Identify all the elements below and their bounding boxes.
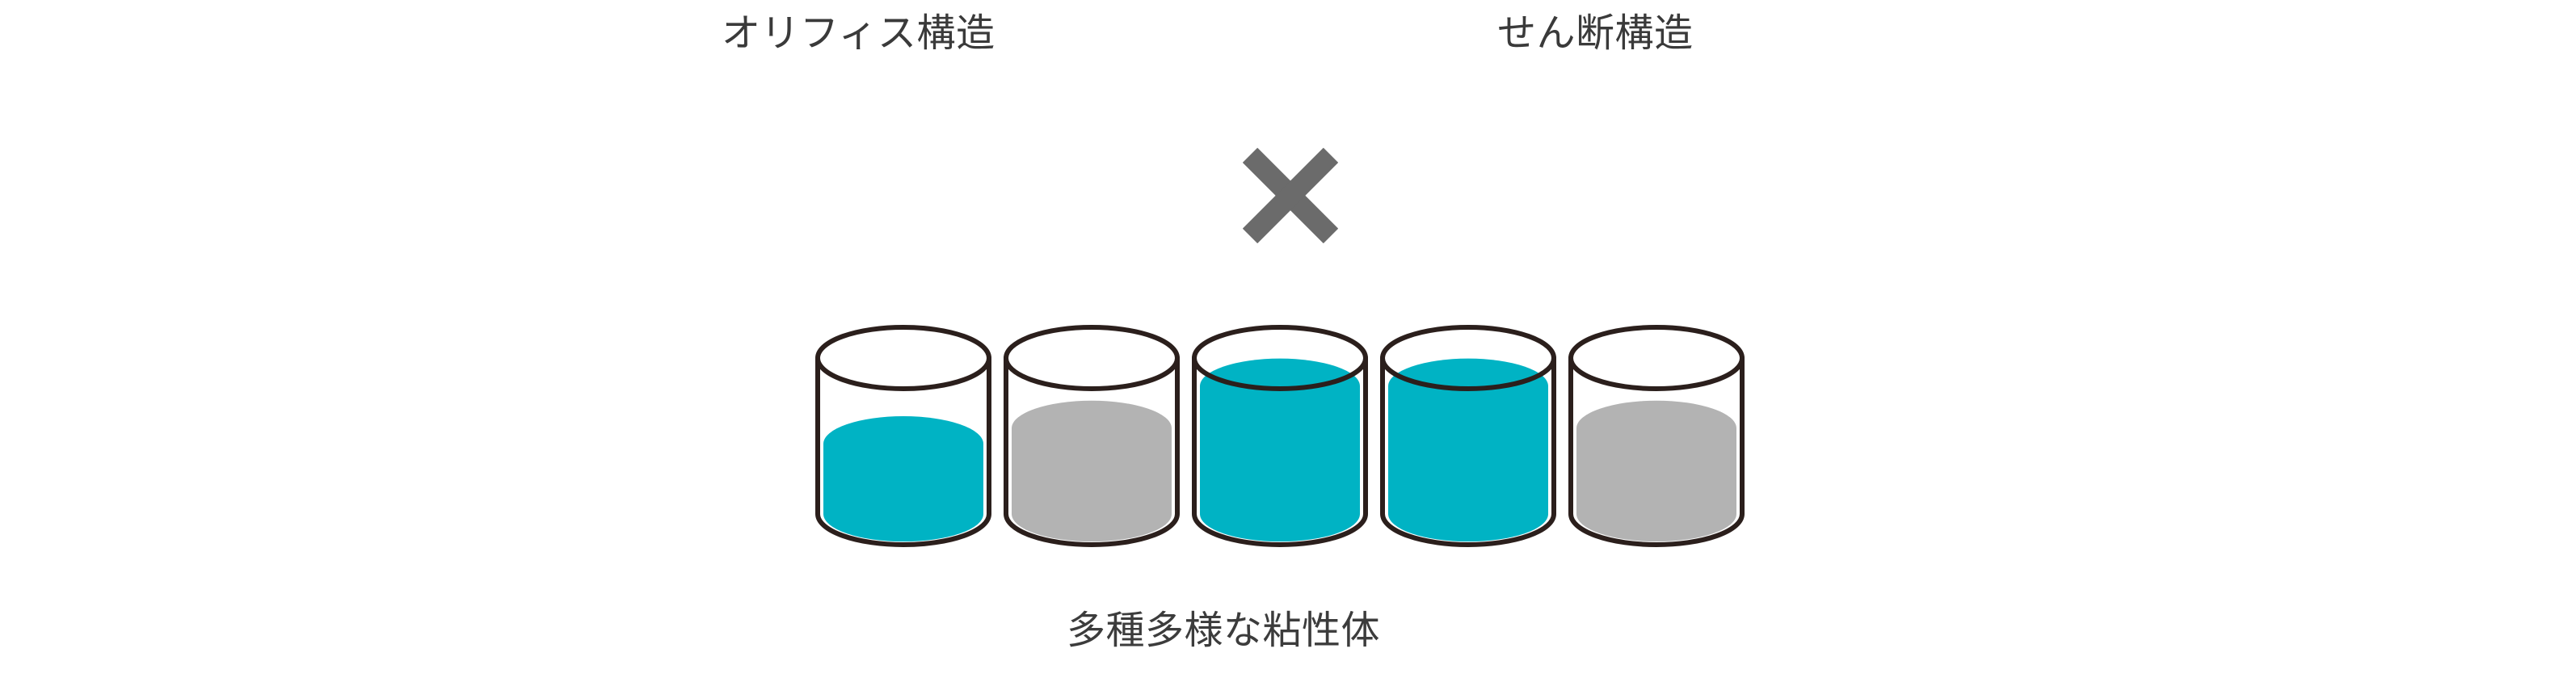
multiplication-cross-icon xyxy=(1242,147,1339,244)
cylinder-2 xyxy=(1004,325,1180,547)
cylinder-3 xyxy=(1192,325,1368,547)
label-shear-structure: せん断構造 xyxy=(1497,12,1694,55)
cylinder-1-fluid xyxy=(823,416,983,542)
cylinder-5-rim xyxy=(1568,325,1745,391)
cylinders-svg xyxy=(815,325,1745,547)
cylinder-5 xyxy=(1568,325,1745,547)
cylinder-1-body xyxy=(815,356,991,547)
cylinder-1 xyxy=(815,325,991,547)
cylinder-4 xyxy=(1380,325,1556,547)
cylinder-2-body xyxy=(1004,356,1180,547)
cylinder-4-fluid xyxy=(1388,358,1548,542)
cylinder-5-fluid xyxy=(1576,400,1736,542)
cylinder-2-fluid xyxy=(1012,400,1172,542)
cylinder-4-body xyxy=(1380,356,1556,547)
cylinder-2-rim xyxy=(1004,325,1180,391)
cylinder-4-rim xyxy=(1380,325,1556,391)
cylinder-1-rim xyxy=(815,325,991,391)
cylinder-3-body xyxy=(1192,356,1368,547)
caption-diverse-viscous-fluids: 多種多様な粘性体 xyxy=(1067,609,1381,652)
viscous-fluid-cylinder-row xyxy=(814,322,1745,552)
cylinder-3-rim xyxy=(1192,325,1368,391)
cylinder-3-fluid xyxy=(1200,358,1360,542)
label-orifice-structure: オリフィス構造 xyxy=(722,12,995,55)
cylinder-5-body xyxy=(1568,356,1745,547)
